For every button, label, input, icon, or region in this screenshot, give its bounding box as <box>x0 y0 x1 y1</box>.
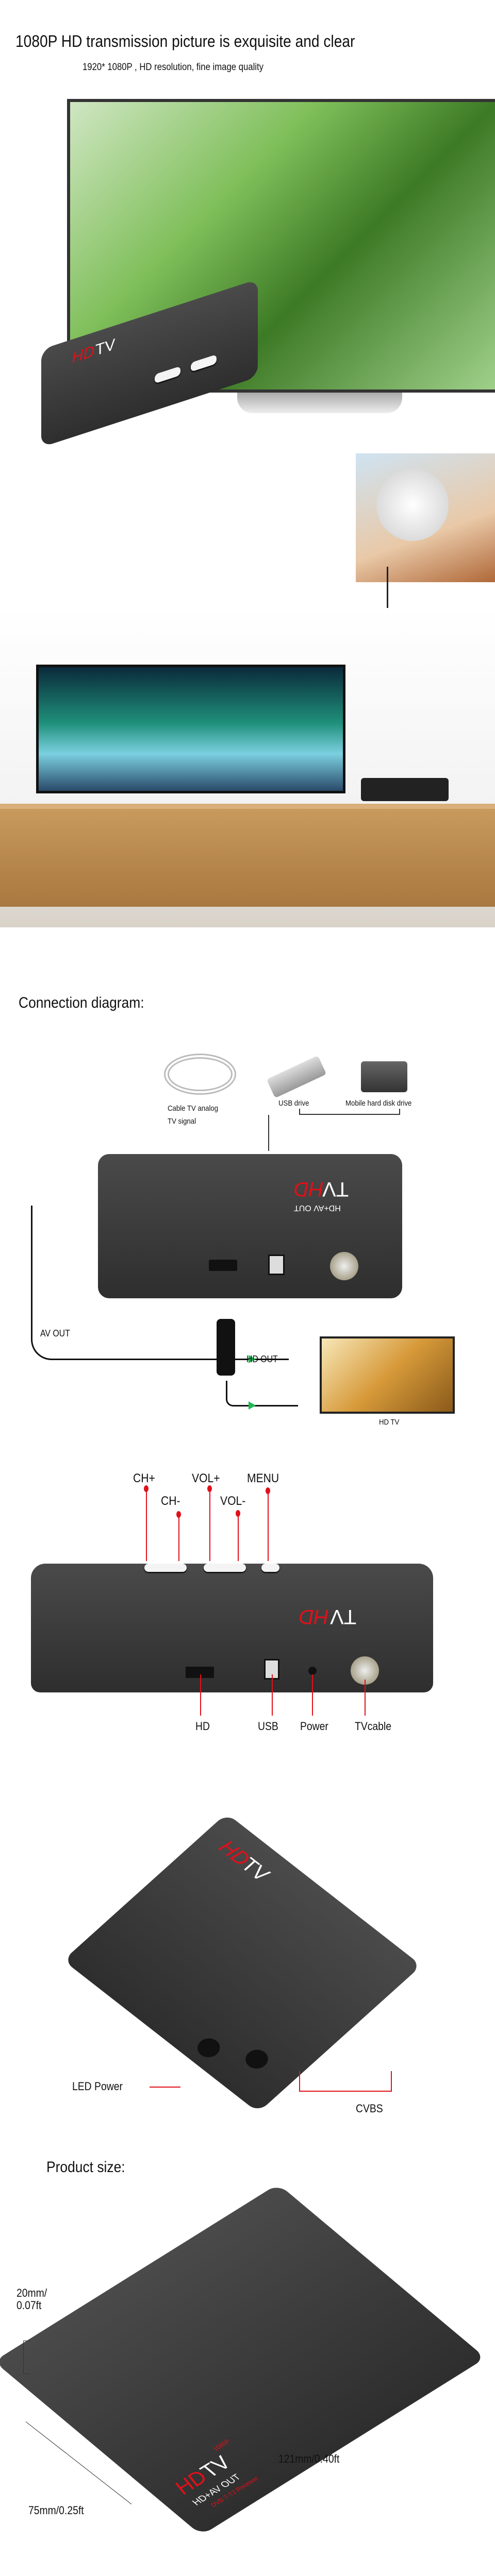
av-out-label: AV OUT <box>40 1328 70 1338</box>
pointer-line <box>365 1680 366 1716</box>
connector-line <box>268 1115 269 1151</box>
port-label-power: Power <box>300 1720 328 1733</box>
satellite-dish-image <box>356 453 495 582</box>
cable-label-1: Cable TV analog <box>168 1104 219 1113</box>
hdd-label: Mobile hard disk drive <box>345 1099 412 1108</box>
pointer-dot <box>236 1510 240 1517</box>
label-ch-minus: CH- <box>161 1494 180 1508</box>
pointer-line <box>312 1674 313 1716</box>
usb-port <box>268 1255 285 1275</box>
ch-button[interactable] <box>144 1564 187 1572</box>
bracket-line <box>299 1109 400 1115</box>
cvbs-label: CVBS <box>356 2102 383 2115</box>
hd-out-label: HD OUT <box>246 1354 278 1364</box>
led-pointer <box>150 2087 180 2088</box>
dish <box>376 469 449 541</box>
led-power-label: LED Power <box>72 2080 123 2093</box>
port-label-hd: HD <box>195 1720 210 1733</box>
tv-stand <box>237 393 402 413</box>
port-label-usb: USB <box>258 1720 278 1733</box>
power-port <box>308 1667 317 1675</box>
tv-cabinet <box>0 804 495 907</box>
cvbs-port <box>192 2034 225 2061</box>
cable-label-2: TV signal <box>168 1117 196 1126</box>
height-bracket <box>23 2341 30 2374</box>
logo-tv: TV <box>322 1178 349 1200</box>
logo-hd: HD <box>299 1605 329 1628</box>
menu-button[interactable] <box>261 1564 279 1572</box>
size-height-2: 0.07ft <box>16 2299 42 2312</box>
size-height-1: 20mm/ <box>16 2286 47 2299</box>
size-depth: 75mm/0.25ft <box>28 2504 84 2517</box>
hdmi-plug-icon <box>217 1319 235 1376</box>
hdmi-cable <box>226 1381 298 1406</box>
label-vol-plus: VOL+ <box>192 1471 220 1485</box>
pointer-dot <box>176 1511 181 1518</box>
vol-button[interactable] <box>204 1564 246 1572</box>
hd-tv-label: HD TV <box>379 1418 400 1427</box>
receiver-box-front: HD TV <box>31 1564 433 1692</box>
living-room-image <box>0 608 495 927</box>
logo-badge: 1080P <box>211 2438 232 2452</box>
hero-button <box>155 366 180 384</box>
pointer-line <box>268 1491 269 1561</box>
label-menu: MENU <box>247 1471 279 1485</box>
hd-tv-image <box>320 1336 455 1414</box>
tv-cable-port <box>330 1252 358 1280</box>
hero-button <box>191 354 217 372</box>
receiver-small <box>361 778 449 801</box>
pointer-dot <box>207 1485 212 1492</box>
receiver-box-angled: HD TV <box>63 1813 422 2113</box>
usb-drive-icon <box>266 1055 327 1098</box>
pointer-line <box>238 1514 239 1561</box>
hdd-icon <box>361 1061 407 1092</box>
size-width: 121mm/0.40ft <box>278 2452 340 2465</box>
hdmi-port <box>209 1260 237 1271</box>
receiver-box-diagram: HD TV HD+AV OUT <box>98 1154 402 1298</box>
pointer-line <box>178 1515 179 1561</box>
pointer-line <box>200 1674 201 1716</box>
hero-title: 1080P HD transmission picture is exquisi… <box>15 32 355 50</box>
port-label-tvcable: TVcable <box>355 1720 392 1733</box>
coax-cable-icon <box>164 1054 236 1095</box>
pointer-dot <box>144 1485 148 1492</box>
logo-tv: TV <box>330 1605 357 1628</box>
pointer-line <box>272 1674 273 1716</box>
usb-label: USB drive <box>278 1099 309 1108</box>
cvbs-bracket <box>299 2071 392 2092</box>
logo-subline: HD+AV OUT <box>294 1204 341 1212</box>
cvbs-port <box>241 2045 273 2073</box>
connection-heading: Connection diagram: <box>19 994 144 1011</box>
av-cable <box>31 1206 289 1360</box>
logo-hd: HD <box>72 342 95 367</box>
receiver-box-size: HD TV HD+AV OUT DVB-T-T2 Receiver 1080P <box>0 2183 486 2536</box>
tv-screen-aurora <box>36 665 345 793</box>
green-arrow-icon <box>249 1401 256 1410</box>
label-vol-minus: VOL- <box>220 1494 246 1508</box>
hero-subtitle: 1920* 1080P , HD resolution, fine image … <box>82 62 264 73</box>
pointer-line <box>146 1489 147 1561</box>
hdmi-port <box>186 1667 214 1678</box>
green-arrow-icon <box>249 1355 256 1363</box>
pointer-dot <box>266 1487 270 1494</box>
pointer-line <box>209 1489 210 1561</box>
logo-hd: HD <box>294 1178 324 1200</box>
label-ch-plus: CH+ <box>133 1471 155 1485</box>
size-heading: Product size: <box>46 2159 125 2176</box>
logo-tv: TV <box>95 335 116 360</box>
